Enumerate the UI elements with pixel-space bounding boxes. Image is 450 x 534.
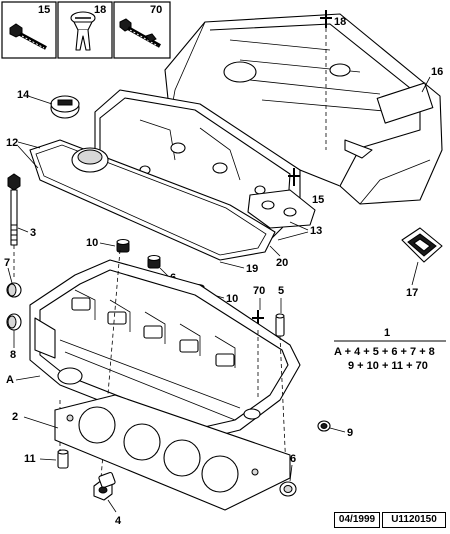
cup-plug-8 xyxy=(6,313,22,331)
callout-18-inset: 18 xyxy=(94,4,106,16)
kit-composition: 1 A + 4 + 5 + 6 + 7 + 8 9 + 10 + 11 + 70 xyxy=(334,327,446,372)
stud-bolt-icon xyxy=(119,18,161,48)
callout-8: 8 xyxy=(10,349,16,361)
valve-stem-seal-b xyxy=(147,254,161,269)
callout-11: 11 xyxy=(24,453,36,465)
callout-3: 3 xyxy=(30,227,36,239)
fastener-15-marker xyxy=(288,168,300,186)
callout-12: 12 xyxy=(6,137,18,149)
callout-5: 5 xyxy=(278,285,284,297)
callout-4: 4 xyxy=(115,515,122,527)
callout-70: 70 xyxy=(253,285,265,297)
footer-date: 04/1999 xyxy=(334,512,380,528)
footer-code: U1120150 xyxy=(382,512,446,528)
oil-filler-neck xyxy=(71,147,109,173)
callout-9: 9 xyxy=(347,427,353,439)
inset-box-18 xyxy=(57,1,113,59)
callout-20: 20 xyxy=(276,257,288,269)
sealing-washer-6 xyxy=(279,481,297,497)
callout-14: 14 xyxy=(17,89,30,101)
fastener-clip-icon xyxy=(70,11,96,51)
callout-70-inset: 70 xyxy=(150,4,162,16)
callout-16: 16 xyxy=(431,66,443,78)
kit-line-1: A + 4 + 5 + 6 + 7 + 8 xyxy=(334,346,435,358)
oil-filler-cap xyxy=(50,95,80,119)
cylinder-head-gasket xyxy=(54,394,291,511)
callout-1: 1 xyxy=(384,327,390,339)
dowel-pin-5 xyxy=(275,313,285,337)
engine-cover xyxy=(164,13,443,205)
callout-A: A xyxy=(6,374,14,386)
oil-seal-gasket xyxy=(401,227,443,263)
valve-stem-seal-a xyxy=(116,238,130,253)
fastener-18-marker xyxy=(320,10,332,150)
cylinder-head-bolt xyxy=(7,173,21,246)
cup-plug-7 xyxy=(6,282,22,298)
callout-7: 7 xyxy=(4,257,10,269)
inset-part-18: 18 xyxy=(57,1,113,59)
inset-part-15: 15 xyxy=(1,1,57,59)
callout-17: 17 xyxy=(406,287,418,299)
spark-plug-seals xyxy=(247,189,316,229)
callout-10b: 10 xyxy=(226,293,238,305)
callout-2: 2 xyxy=(12,411,18,423)
callout-6b: 6 xyxy=(290,453,296,465)
callout-15-inset: 15 xyxy=(38,4,50,16)
bolt-flanged-icon xyxy=(9,23,47,50)
cylinder-head xyxy=(29,259,301,441)
blanking-plug-9 xyxy=(317,420,331,432)
callout-10a: 10 xyxy=(86,237,98,249)
callout-18: 18 xyxy=(334,16,346,28)
callout-15: 15 xyxy=(312,194,324,206)
kit-line-2: 9 + 10 + 11 + 70 xyxy=(348,360,428,372)
dowel-pin-11 xyxy=(57,449,69,469)
callout-19: 19 xyxy=(246,263,258,275)
callout-13: 13 xyxy=(310,225,322,237)
temperature-sender-4 xyxy=(93,471,116,501)
inset-part-70: 70 xyxy=(113,1,171,59)
